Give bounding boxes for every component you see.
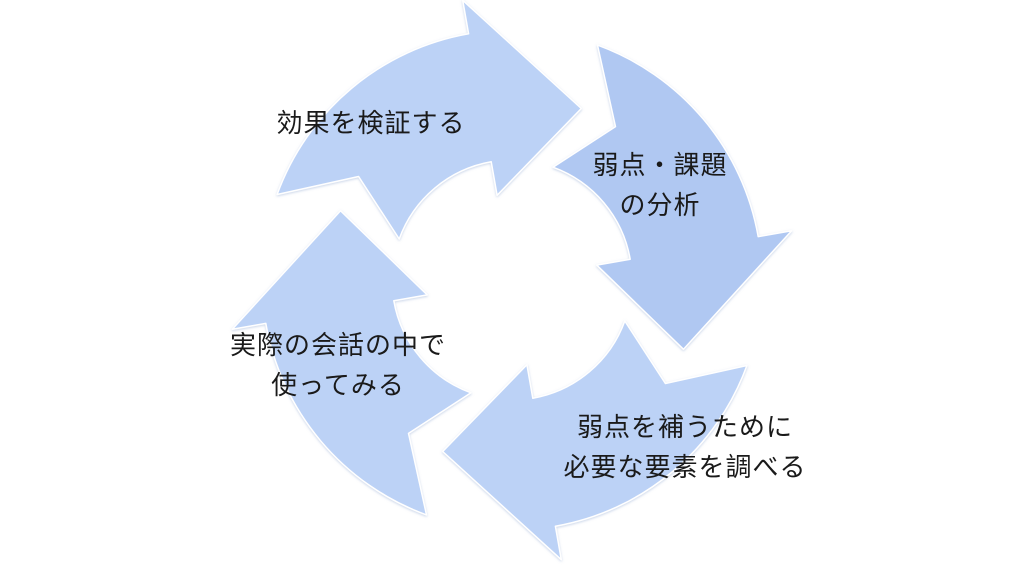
step-3-line-2: 必要な要素を調べる <box>563 453 807 483</box>
step-label-analyze-weakness: 弱点・課題 の分析 <box>560 146 760 226</box>
step-label-verify-effect: 効果を検証する <box>236 104 506 144</box>
step-label-use-in-conversation: 実際の会話の中で 使ってみる <box>188 326 488 406</box>
step-label-research-elements: 弱点を補うために 必要な要素を調べる <box>520 408 850 488</box>
step-2-line-2: の分析 <box>619 191 701 221</box>
cycle-arrow-top <box>276 0 583 240</box>
cycle-arrow-left <box>231 209 472 516</box>
step-1-line-1: 効果を検証する <box>276 109 466 139</box>
step-4-line-2: 使ってみる <box>271 371 405 401</box>
cycle-arrow-bottom <box>441 320 748 561</box>
cycle-arrow-right <box>552 44 793 351</box>
step-3-line-1: 弱点を補うために <box>576 413 793 443</box>
step-2-line-1: 弱点・課題 <box>592 151 728 181</box>
step-4-line-1: 実際の会話の中で <box>229 331 446 361</box>
